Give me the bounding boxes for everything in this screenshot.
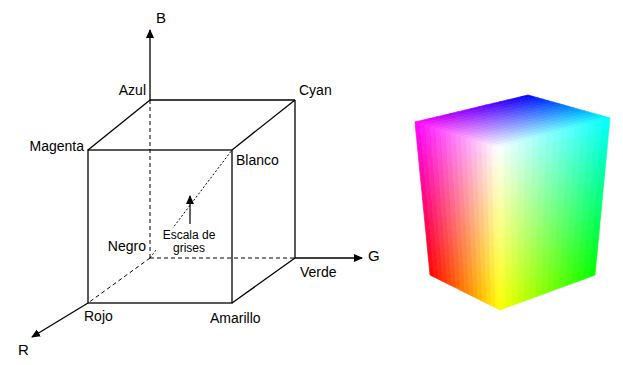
- cube-face-patch: [512, 293, 518, 305]
- cube-face-patch: [536, 285, 542, 297]
- cube-face-patch: [559, 276, 566, 288]
- cube-face-patch: [500, 298, 506, 310]
- vertex-label: Verde: [300, 264, 337, 280]
- cube-face-patch: [548, 280, 554, 292]
- cube-face-patch: [495, 298, 500, 310]
- vertex-label: Blanco: [236, 152, 279, 168]
- cube-face-patch: [530, 287, 536, 299]
- cube-face-patch: [518, 291, 524, 303]
- cube-face-patch: [589, 265, 596, 277]
- cube-face-patch: [542, 283, 548, 295]
- vertex-label: Rojo: [84, 308, 113, 324]
- cube-face-patch: [565, 274, 572, 286]
- cube-face-patch: [491, 296, 496, 308]
- vertex-label: Cyan: [299, 82, 332, 98]
- axis-letter: G: [368, 248, 380, 264]
- axis-letter: B: [156, 10, 166, 26]
- cube-face-patch: [487, 293, 492, 305]
- vertex-label: Amarillo: [210, 310, 261, 326]
- cube-face-patch: [553, 278, 560, 290]
- gray-scale-label: Escala de grises: [156, 228, 222, 256]
- vertex-label: Magenta: [30, 138, 84, 154]
- cube-face-patch: [524, 289, 530, 301]
- vertex-label: Negro: [108, 238, 146, 254]
- axis-letter: R: [18, 342, 29, 358]
- vertex-label: Azul: [119, 82, 146, 98]
- cube-face-patch: [506, 296, 512, 308]
